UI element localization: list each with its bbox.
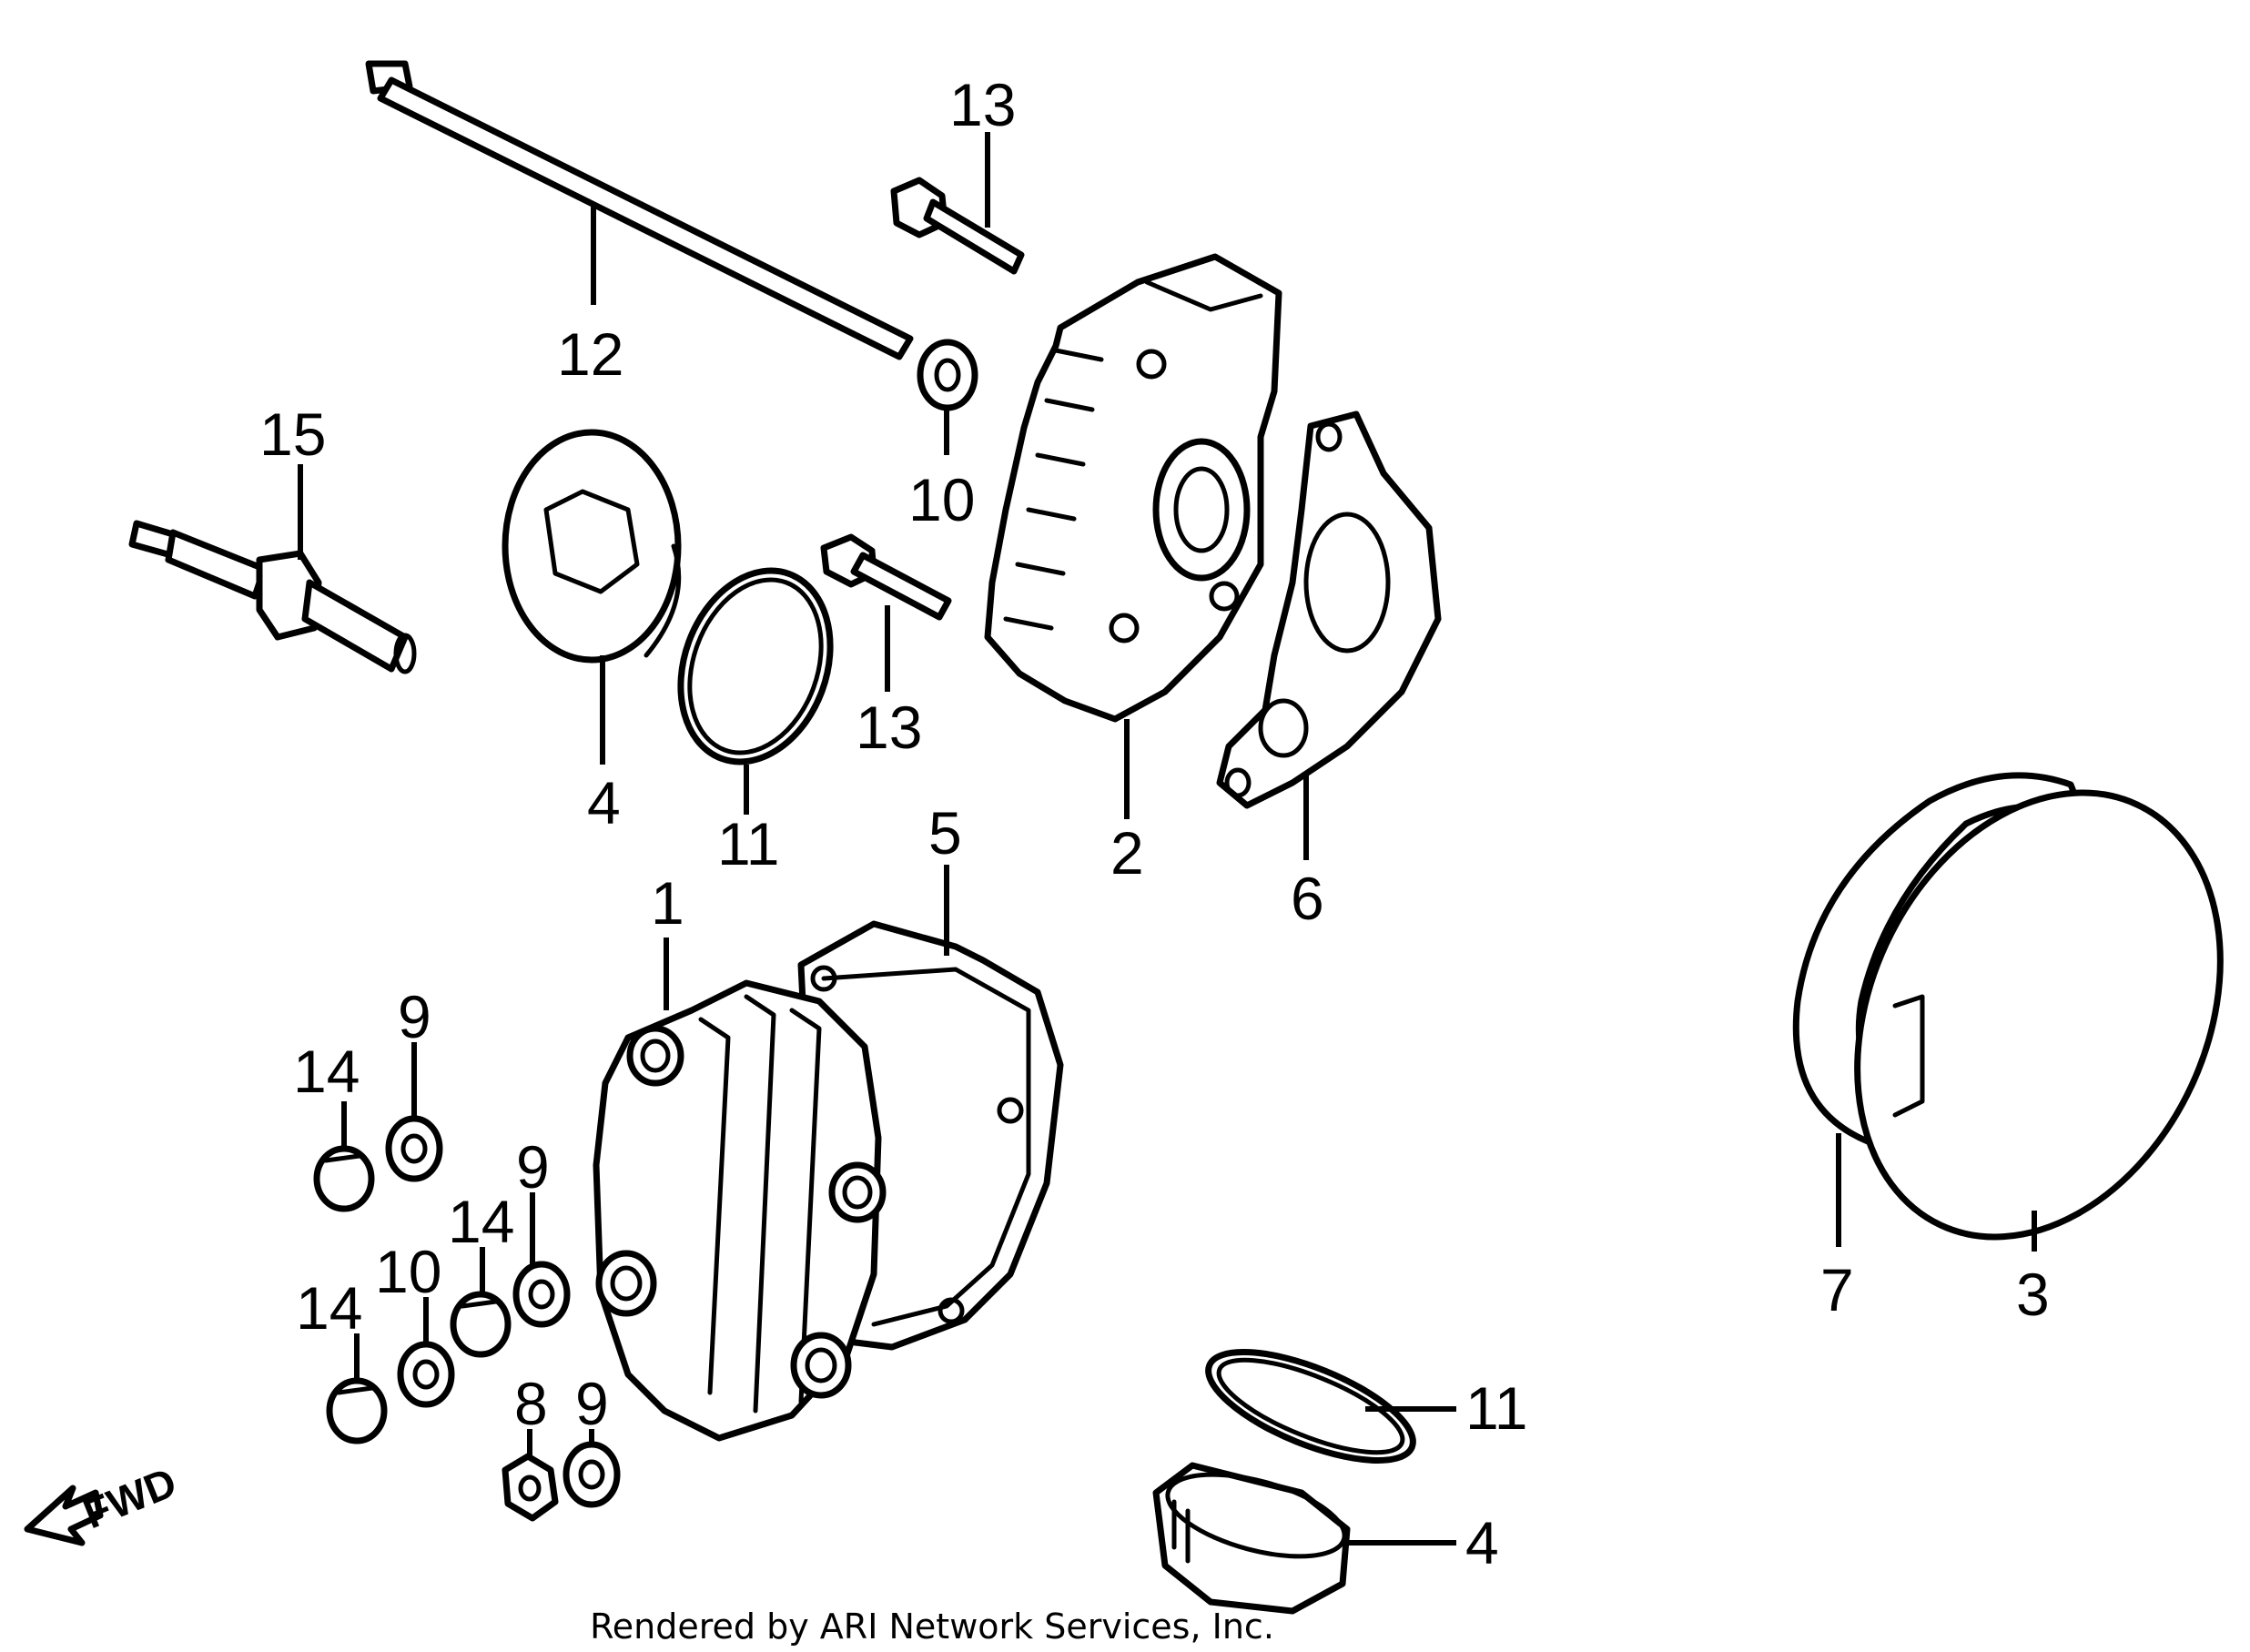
callout-9-b: 9 <box>516 1133 550 1201</box>
part-9-washer-a <box>385 1115 443 1182</box>
callouts: 12 13 10 15 4 11 13 2 6 5 1 9 14 9 14 10… <box>259 71 2050 1576</box>
callout-5: 5 <box>928 799 962 867</box>
part-1-head-cover <box>593 979 887 1442</box>
callout-4-lower: 4 <box>1465 1509 1499 1576</box>
callout-11-upper: 11 <box>717 810 780 877</box>
callout-2: 2 <box>1110 819 1144 887</box>
part-6-gasket <box>1216 410 1442 809</box>
callout-15: 15 <box>259 400 326 468</box>
part-9-washer-c <box>562 1441 621 1508</box>
callout-14-a: 14 <box>293 1038 360 1105</box>
fwd-label: FWD <box>76 1458 183 1537</box>
callout-7: 7 <box>1820 1256 1854 1323</box>
callout-14-c: 14 <box>296 1274 362 1342</box>
part-12-stud-bolt <box>365 60 914 360</box>
callout-10-upper: 10 <box>908 466 975 533</box>
callout-1: 1 <box>651 869 684 937</box>
part-14-cap-nut-b <box>450 1291 512 1358</box>
callout-14-b: 14 <box>448 1188 514 1255</box>
callout-6: 6 <box>1291 865 1324 932</box>
part-13-bolt-lower <box>820 533 952 621</box>
part-14-cap-nut-c <box>326 1377 388 1444</box>
part-8-nut <box>502 1453 559 1522</box>
part-9-washer-b <box>512 1261 571 1328</box>
callout-9-a: 9 <box>398 983 431 1050</box>
part-14-cap-nut-a <box>313 1145 375 1212</box>
callout-13-upper: 13 <box>949 71 1016 138</box>
callout-3: 3 <box>2016 1261 2050 1328</box>
leader-lines <box>298 132 2037 1546</box>
part-11-o-ring-lower <box>1205 1349 1416 1464</box>
part-11-o-ring-upper <box>677 567 834 765</box>
callout-4-upper: 4 <box>587 769 621 836</box>
callout-9-c: 9 <box>575 1370 609 1437</box>
callout-10-lower: 10 <box>375 1238 441 1305</box>
part-2-cylinder-head <box>984 253 1282 723</box>
part-13-bolt-upper <box>890 177 1025 275</box>
credit-text: Rendered by ARI Network Services, Inc. <box>590 1606 1274 1647</box>
part-10-washer-upper <box>917 339 978 411</box>
callout-13-lower: 13 <box>856 694 922 761</box>
callout-12: 12 <box>557 320 623 388</box>
callout-8: 8 <box>514 1370 548 1437</box>
callout-11-lower: 11 <box>1465 1374 1528 1442</box>
part-10-washer-lower <box>397 1341 455 1408</box>
part-4-cap-lower <box>1152 1462 1351 1615</box>
part-3-cover-disc <box>1854 789 2224 1241</box>
fwd-arrow-icon: FWD <box>24 1458 183 1546</box>
part-4-cap-upper <box>502 429 682 664</box>
part-15-sensor <box>128 520 417 674</box>
